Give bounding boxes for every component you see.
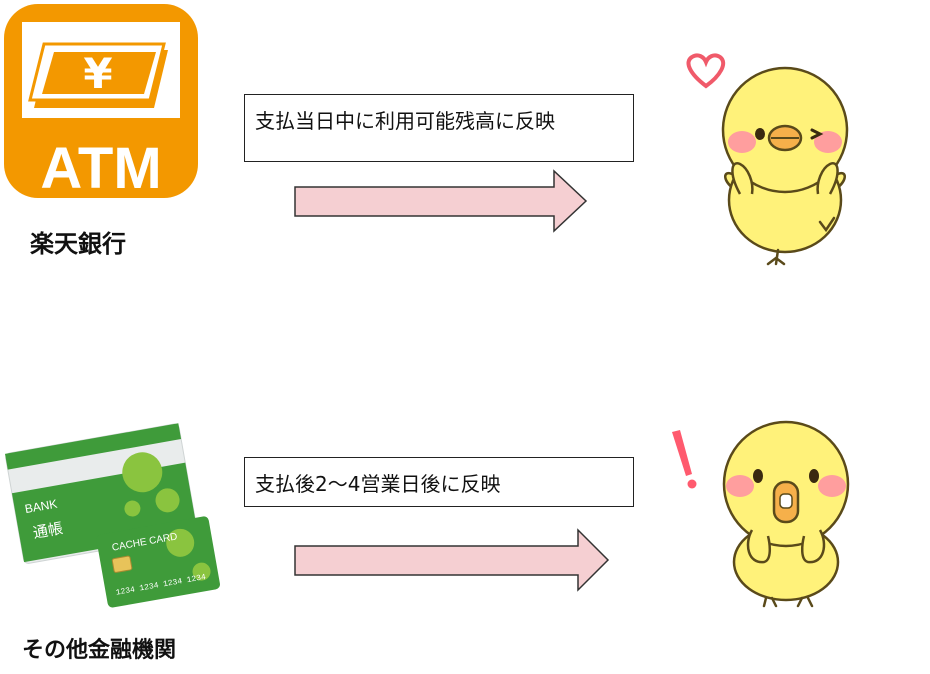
heart-icon [686, 53, 726, 89]
other-arrow [292, 527, 612, 593]
other-note-box: 支払後2～4営業日後に反映 [244, 457, 634, 507]
cash-card: CACHE CARD 1234 1234 1234 1234 [96, 516, 220, 608]
rakuten-arrow [292, 168, 592, 234]
passbook-title: 通帳 [32, 519, 65, 542]
happy-chick [680, 52, 890, 272]
rakuten-note-box: 支払当日中に利用可能残高に反映 [244, 94, 634, 162]
passbook-bank-label: BANK [24, 497, 59, 516]
other-bank-caption: その他金融機関 [22, 638, 177, 663]
exclamation-icon [672, 430, 697, 489]
bank-cards: BANK 通帳 CACHE CARD 1234 1234 1234 1234 [4, 416, 220, 612]
chip-icon [111, 555, 133, 573]
rakuten-caption: 楽天銀行 [30, 230, 126, 258]
other-note-text: 支払後2～4営業日後に反映 [255, 472, 501, 496]
atm-label: ATM [40, 136, 161, 201]
yen-symbol: ¥ [83, 49, 112, 98]
rakuten-note-text: 支払当日中に利用可能残高に反映 [255, 109, 555, 133]
surprised-chick [656, 412, 876, 608]
atm-icon: ¥ ATM [0, 0, 202, 202]
